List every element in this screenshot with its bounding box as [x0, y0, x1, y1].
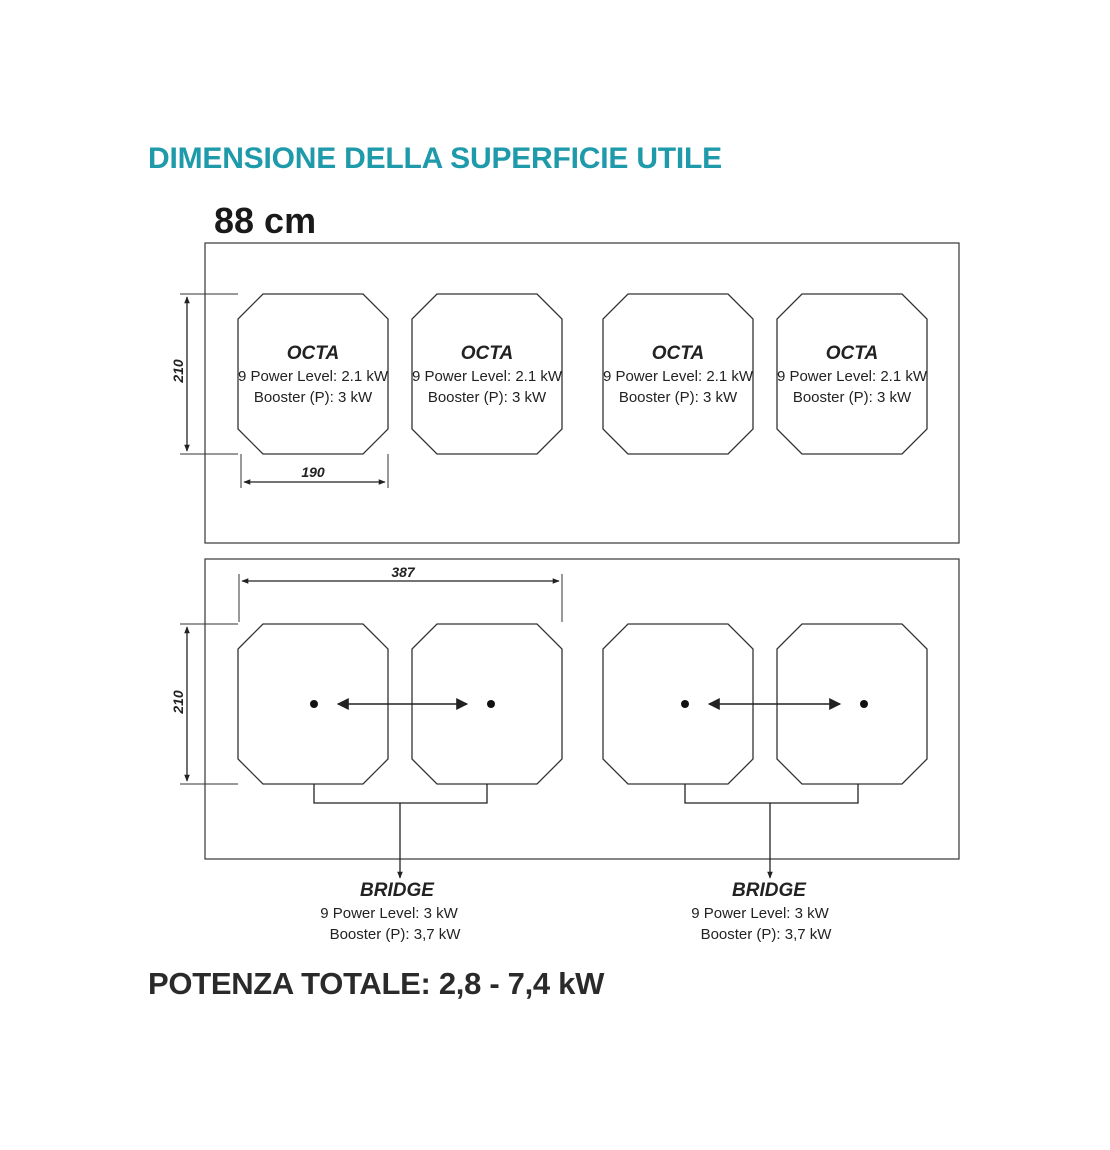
top-width-dimension: 190: [240, 454, 389, 488]
bridge-booster: Booster (P): 3,7 kW: [701, 926, 833, 943]
bridge-name: BRIDGE: [732, 880, 807, 901]
zone-center-dot: [860, 700, 868, 708]
bottom-width-dimension: 387: [238, 564, 563, 622]
zone-power-level: 9 Power Level: 2.1 kW: [412, 368, 563, 385]
bridge-power-level: 9 Power Level: 3 kW: [320, 905, 458, 922]
page-title: DIMENSIONE DELLA SUPERFICIE UTILE: [148, 142, 722, 175]
bottom-panel: 387 210 BRIDGE 9 Power Level: 3 kW Boost…: [170, 558, 960, 943]
octa-zone-4: OCTA 9 Power Level: 2.1 kW Booster (P): …: [776, 293, 928, 455]
zone-center-dot: [310, 700, 318, 708]
zone-power-level: 9 Power Level: 2.1 kW: [238, 368, 389, 385]
octa-zone-shape: [776, 293, 928, 455]
octa-zone-3: OCTA 9 Power Level: 2.1 kW Booster (P): …: [602, 293, 754, 455]
zone-power-level: 9 Power Level: 2.1 kW: [777, 368, 928, 385]
zone-power-level: 9 Power Level: 2.1 kW: [603, 368, 754, 385]
octa-zone-shape: [237, 293, 389, 455]
octa-zone-2: OCTA 9 Power Level: 2.1 kW Booster (P): …: [411, 293, 563, 455]
bridge-zone-1: BRIDGE 9 Power Level: 3 kW Booster (P): …: [237, 623, 563, 943]
zone-center-dot: [681, 700, 689, 708]
height-dimension-label: 210: [170, 690, 186, 715]
width-dimension-label: 387: [391, 564, 416, 580]
top-height-dimension: 210: [170, 293, 238, 455]
bridge-zone-2: BRIDGE 9 Power Level: 3 kW Booster (P): …: [602, 623, 928, 943]
cooktop-width-label: 88 cm: [214, 200, 317, 241]
top-panel: OCTA 9 Power Level: 2.1 kW Booster (P): …: [170, 242, 960, 544]
bridge-connector: [684, 784, 859, 878]
bottom-height-dimension: 210: [170, 623, 238, 785]
height-dimension-label: 210: [170, 359, 186, 384]
total-power-label: POTENZA TOTALE: 2,8 - 7,4 kW: [148, 966, 605, 1001]
zone-name: OCTA: [826, 343, 878, 364]
zone-booster: Booster (P): 3 kW: [254, 389, 373, 406]
bottom-panel-outline: [204, 558, 960, 860]
zone-name: OCTA: [652, 343, 704, 364]
octa-zone-shape: [411, 293, 563, 455]
zone-booster: Booster (P): 3 kW: [619, 389, 738, 406]
zone-name: OCTA: [461, 343, 513, 364]
bridge-booster: Booster (P): 3,7 kW: [330, 926, 462, 943]
zone-booster: Booster (P): 3 kW: [793, 389, 912, 406]
zone-center-dot: [487, 700, 495, 708]
zone-booster: Booster (P): 3 kW: [428, 389, 547, 406]
octa-zone-1: OCTA 9 Power Level: 2.1 kW Booster (P): …: [237, 293, 389, 455]
zone-name: OCTA: [287, 343, 339, 364]
octa-zone-shape: [602, 293, 754, 455]
bridge-name: BRIDGE: [360, 880, 435, 901]
bridge-half-shape: [776, 623, 928, 785]
bridge-connector: [313, 784, 488, 878]
bridge-power-level: 9 Power Level: 3 kW: [691, 905, 829, 922]
width-dimension-label: 190: [301, 464, 325, 480]
top-panel-outline: [204, 242, 960, 544]
bridge-half-shape: [602, 623, 754, 785]
